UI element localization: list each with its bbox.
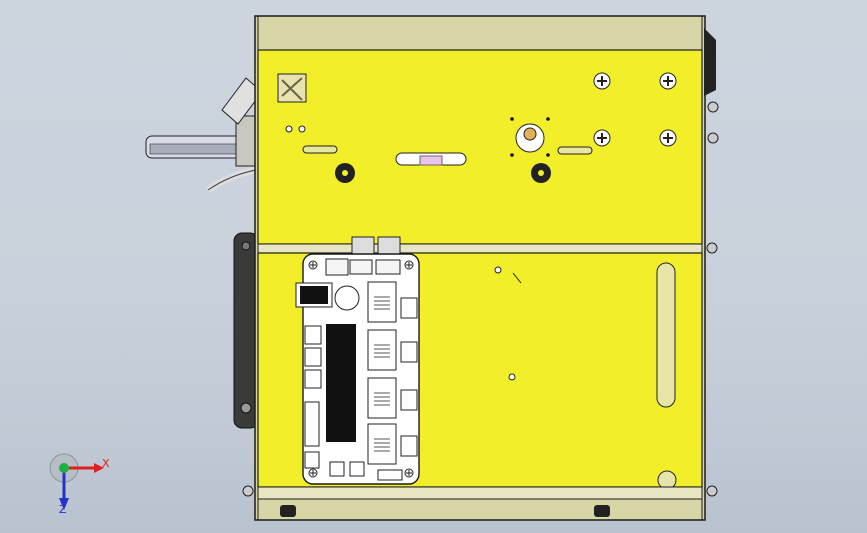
bottom-rail — [257, 486, 703, 500]
left-fan-assembly[interactable] — [145, 77, 263, 193]
left-side-bracket[interactable] — [233, 232, 259, 429]
control-board[interactable] — [295, 236, 420, 485]
coordinate-triad: X Z — [48, 452, 128, 522]
upper-yellow-panel[interactable] — [257, 49, 703, 245]
z-axis-label: Z — [59, 503, 67, 516]
foot-right — [594, 505, 610, 517]
panel-screws — [593, 72, 677, 147]
right-side-controls[interactable] — [242, 28, 719, 497]
triad-graphic — [49, 453, 104, 510]
divider-rail — [257, 243, 703, 254]
foot-left — [280, 505, 296, 517]
x-axis-label: X — [102, 457, 110, 470]
